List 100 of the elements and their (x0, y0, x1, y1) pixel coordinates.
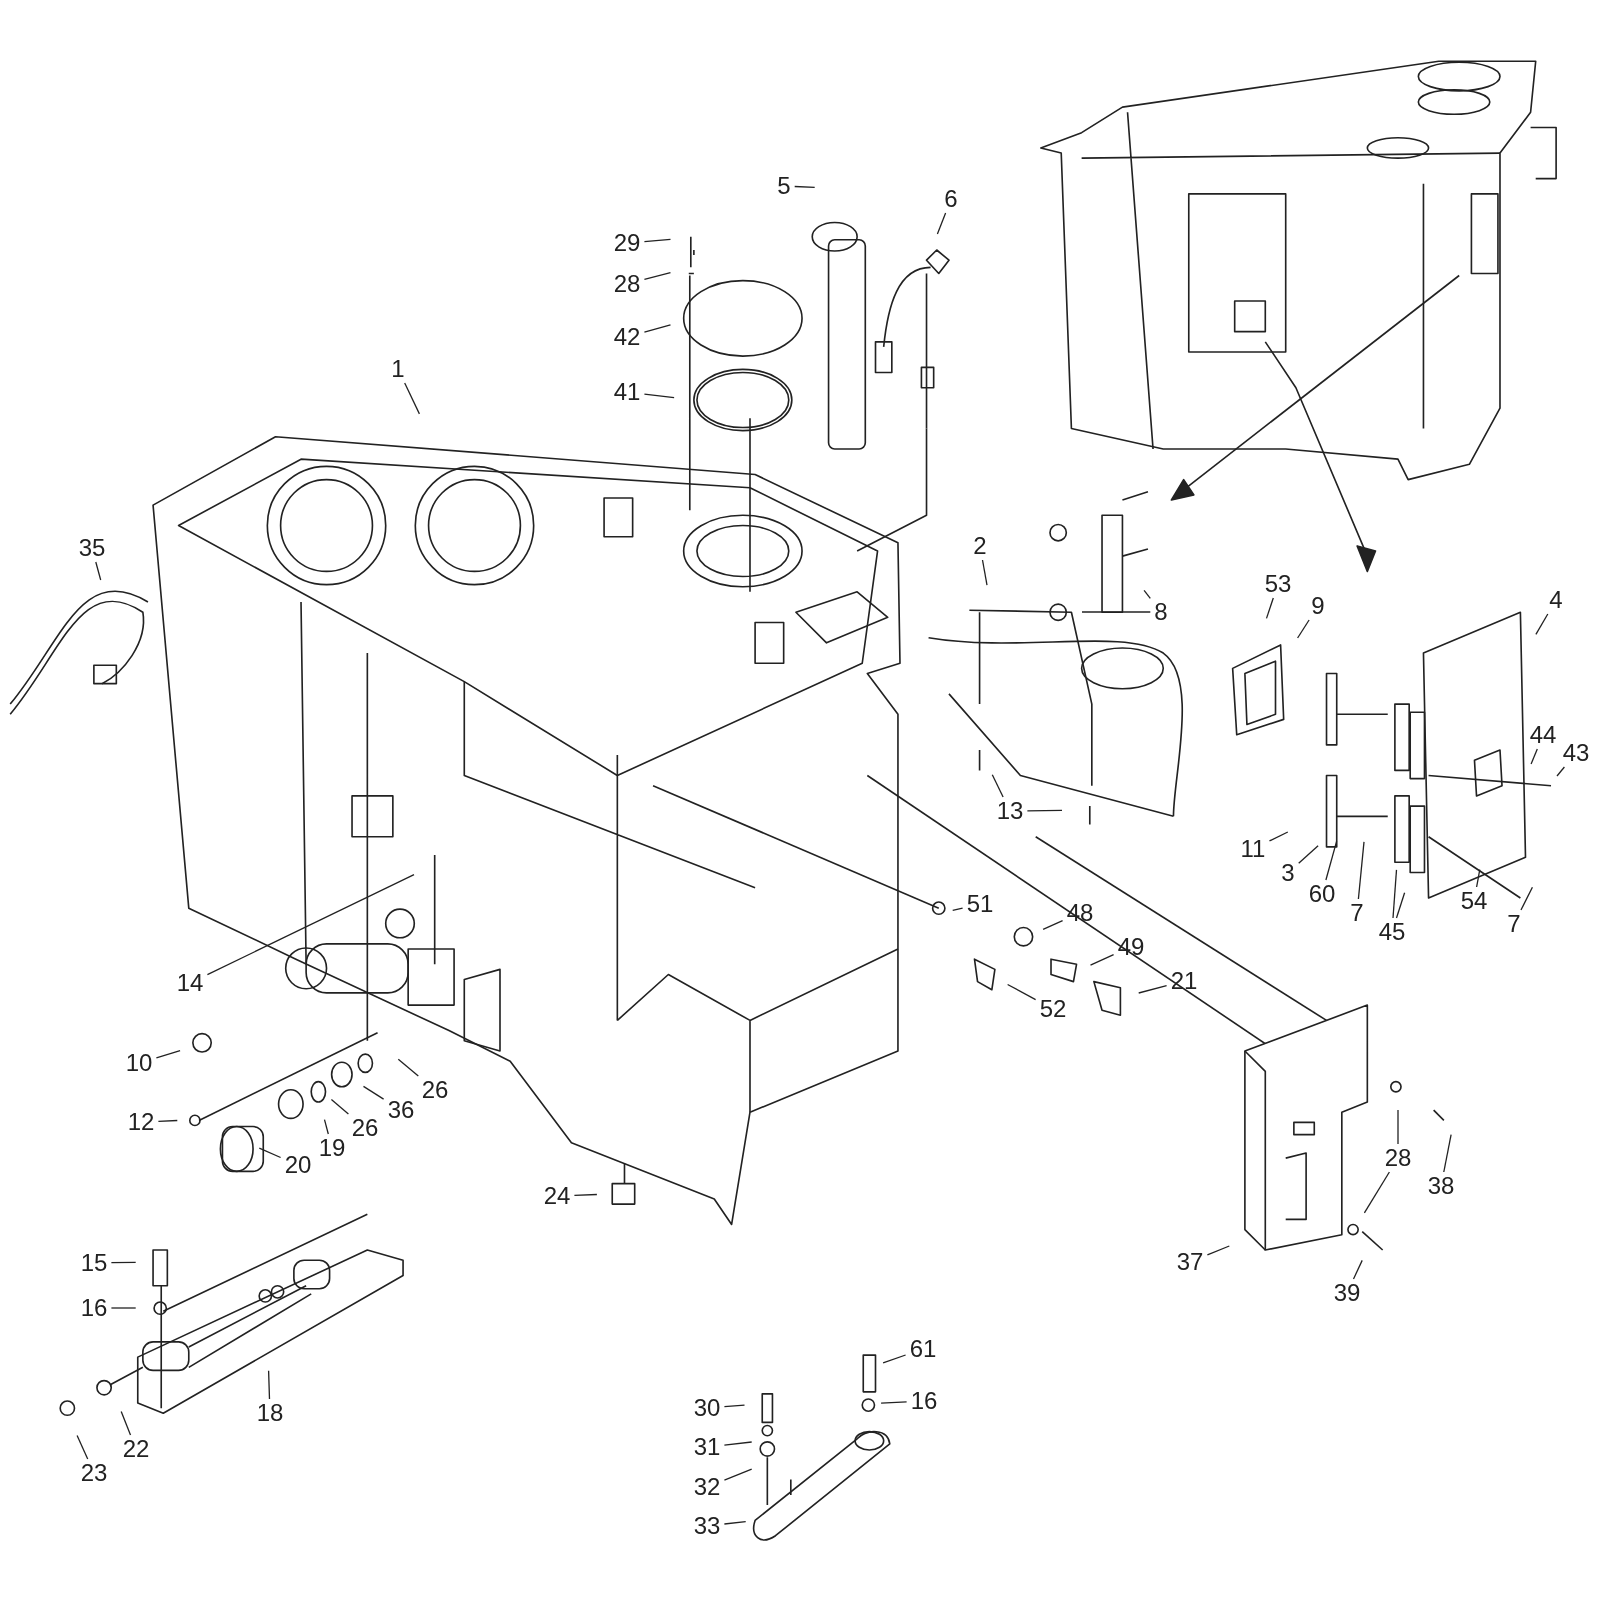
callout-number: 14 (175, 970, 205, 996)
leader-line (723, 1441, 753, 1446)
leader-line (723, 1468, 753, 1481)
callout-number: 48 (1065, 900, 1095, 926)
leader-line (981, 559, 988, 586)
leader-line (1535, 613, 1549, 636)
callout-number: 31 (692, 1434, 722, 1460)
leader-line (1395, 892, 1406, 919)
leader-line (362, 1085, 385, 1100)
callout-number: 10 (124, 1050, 154, 1076)
leader-line (206, 874, 415, 976)
leader-line (1392, 869, 1398, 919)
callout-number: 32 (692, 1474, 722, 1500)
callout-number: 8 (1153, 599, 1169, 625)
callout-number: 13 (995, 798, 1025, 824)
leader-line (1352, 1259, 1363, 1280)
leader-line (643, 324, 672, 333)
callout-number: 11 (1239, 836, 1267, 862)
leader-line (1296, 619, 1310, 639)
leader-line (1520, 886, 1534, 911)
callout-number: 35 (77, 535, 107, 561)
leader-line (723, 1404, 746, 1408)
callout-number: 24 (542, 1183, 572, 1209)
leader-line (323, 1118, 329, 1135)
callout-number: 23 (79, 1460, 109, 1486)
leader-line (1042, 919, 1064, 930)
callout-number: 49 (1116, 934, 1146, 960)
callout-number: 39 (1332, 1280, 1362, 1306)
callout-number: 18 (255, 1400, 285, 1426)
leader-line (643, 393, 675, 399)
callout-number: 33 (692, 1513, 722, 1539)
leader-line (110, 1307, 137, 1309)
callout-number: 44 (1528, 722, 1558, 748)
leader-line (110, 1261, 137, 1264)
callout-number: 19 (317, 1135, 347, 1161)
leader-line (1143, 589, 1151, 599)
leader-line (1206, 1245, 1230, 1256)
leader-line (573, 1193, 598, 1197)
callout-number: 51 (965, 891, 995, 917)
callout-number: 22 (121, 1436, 151, 1462)
callout-number: 7 (1349, 900, 1365, 926)
leader-line (1357, 841, 1365, 900)
leader-line (155, 1050, 181, 1059)
callout-number: 41 (612, 379, 642, 405)
leader-line (723, 1520, 747, 1525)
callout-number: 37 (1175, 1249, 1205, 1275)
callout-number: 43 (1561, 740, 1591, 766)
leader-line (952, 907, 964, 912)
leader-line (1026, 809, 1063, 812)
leader-line (1556, 766, 1566, 777)
callout-number: 21 (1169, 968, 1199, 994)
callout-number: 52 (1038, 996, 1068, 1022)
callout-number: 20 (283, 1152, 313, 1178)
leader-line (936, 212, 947, 235)
leader-line (267, 1370, 271, 1400)
callout-number: 42 (612, 324, 642, 350)
callout-number: 30 (692, 1395, 722, 1421)
leader-line (76, 1434, 89, 1460)
callout-number: 9 (1310, 593, 1326, 619)
leader-line (1138, 984, 1168, 994)
callout-number: 28 (612, 271, 642, 297)
leader-line (1363, 1171, 1391, 1214)
leader-line (1325, 840, 1338, 881)
callout-number: 26 (350, 1115, 380, 1141)
callout-number: 1 (390, 356, 406, 382)
callout-number: 12 (126, 1109, 156, 1135)
leader-line (330, 1098, 350, 1115)
callout-number: 5 (776, 173, 792, 199)
callout-number: 45 (1377, 919, 1407, 945)
leader-line (157, 1119, 178, 1122)
callout-number: 54 (1459, 888, 1489, 914)
leader-line (1530, 748, 1538, 765)
leader-line (95, 561, 102, 581)
leader-line (404, 382, 421, 415)
callout-number: 4 (1548, 587, 1564, 613)
leader-line (397, 1058, 419, 1077)
callout-number: 28 (1383, 1145, 1413, 1171)
callout-number: 61 (908, 1336, 938, 1362)
callout-number: 60 (1307, 881, 1337, 907)
callout-number: 7 (1506, 911, 1522, 937)
callout-number: 6 (943, 186, 959, 212)
leader-line (1006, 983, 1037, 1001)
callout-number: 3 (1280, 860, 1296, 886)
leader-line (794, 185, 816, 189)
leader-line (258, 1147, 282, 1159)
callout-number: 29 (612, 230, 642, 256)
leader-line (1081, 611, 1151, 613)
leader-line (643, 238, 672, 243)
leader-line (1475, 868, 1481, 888)
leader-line (1397, 1109, 1399, 1145)
leader-line (643, 271, 672, 281)
callout-number: 16 (79, 1295, 109, 1321)
leader-line (882, 1354, 907, 1364)
callout-number: 2 (972, 533, 988, 559)
leader-line (1298, 845, 1319, 864)
callout-number: 36 (386, 1097, 416, 1123)
leader-line (1089, 954, 1115, 966)
callout-number: 15 (79, 1250, 109, 1276)
leader-line (120, 1410, 132, 1436)
callout-number: 38 (1426, 1173, 1456, 1199)
